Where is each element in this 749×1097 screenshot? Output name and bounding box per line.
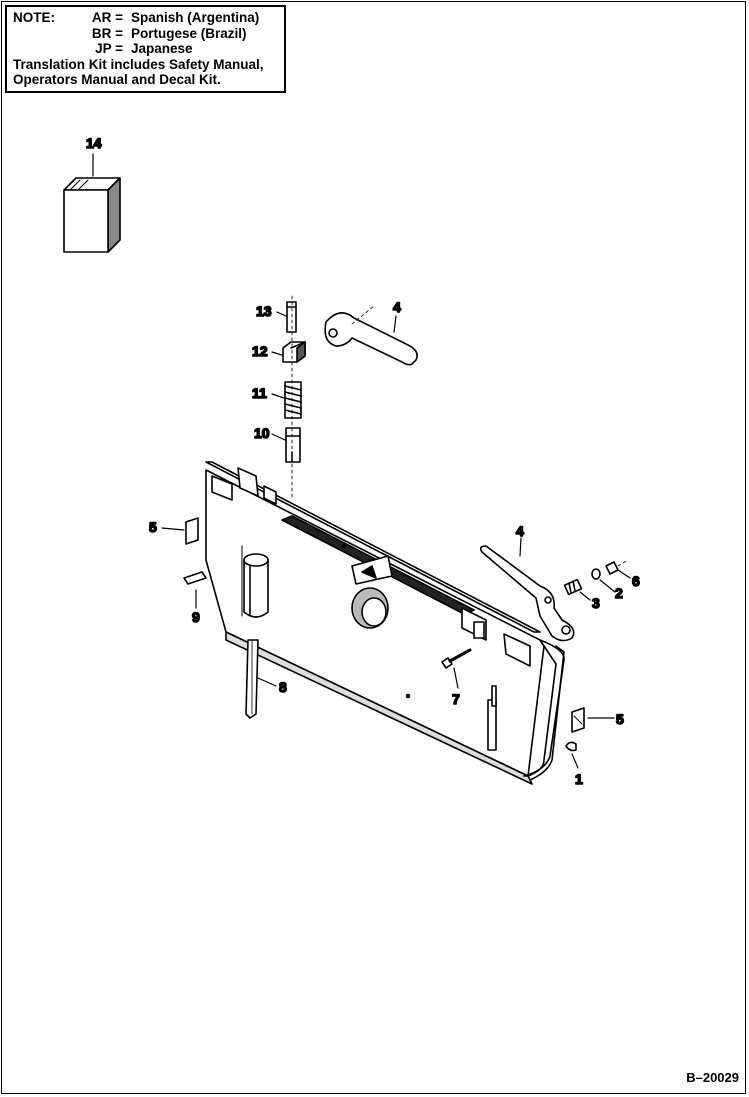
note-line-2: Operators Manual and Decal Kit.	[13, 72, 221, 87]
nut-6	[605, 559, 629, 575]
callout-6: 6	[632, 573, 640, 589]
note-heading: NOTE:	[13, 10, 55, 25]
rivet-1	[565, 741, 577, 752]
note-row-br: BR = Portugese (Brazil)	[91, 25, 247, 41]
hinge-tube	[241, 545, 269, 618]
lever-upper	[324, 305, 418, 366]
spring-3	[563, 578, 583, 596]
callout-5-right: 5	[616, 711, 624, 727]
note-line-1: Translation Kit includes Safety Manual,	[13, 56, 264, 72]
decal-5-right	[571, 707, 585, 733]
pin-10	[285, 427, 301, 463]
callout-9: 9	[192, 609, 200, 625]
block-12	[282, 341, 306, 363]
callout-5-left: 5	[149, 519, 157, 535]
bolt-7	[441, 648, 472, 669]
note-box: NOTE: AR = Spanish (Argentina) BR = Port…	[5, 5, 286, 93]
translation-kit-box	[63, 177, 121, 253]
pin-9	[183, 571, 207, 585]
callout-14: 14	[86, 135, 102, 151]
note-code: AR	[91, 10, 112, 25]
note-row-jp: JP = Japanese	[95, 41, 193, 56]
callout-3: 3	[592, 595, 600, 611]
callout-4-upper: 4	[393, 299, 401, 315]
leader-lines	[92, 153, 631, 769]
callout-11: 11	[252, 385, 267, 401]
note-language: Spanish (Argentina)	[131, 10, 260, 25]
callout-4-lower: 4	[516, 523, 524, 539]
note-language: Japanese	[131, 41, 193, 56]
callout-2: 2	[615, 585, 623, 601]
note-row-ar: NOTE: AR = Spanish (Argentina)	[13, 10, 260, 25]
washer-2	[591, 568, 601, 580]
callout-7: 7	[452, 691, 460, 707]
mounting-plate	[205, 461, 565, 785]
callout-12: 12	[252, 343, 268, 359]
note-language: Portugese (Brazil)	[131, 25, 247, 41]
spring-11	[284, 381, 302, 419]
decal-5-left	[185, 517, 199, 545]
callout-8: 8	[279, 679, 287, 695]
callout-10: 10	[254, 425, 270, 441]
figure-id: B–20029	[686, 1070, 739, 1085]
note-code: BR	[91, 25, 112, 41]
note-code: JP	[95, 41, 112, 56]
bolt-13	[286, 301, 297, 333]
callout-1: 1	[575, 771, 583, 787]
lever-lower	[479, 545, 575, 642]
pin-8	[245, 639, 259, 719]
callout-13: 13	[256, 303, 272, 319]
